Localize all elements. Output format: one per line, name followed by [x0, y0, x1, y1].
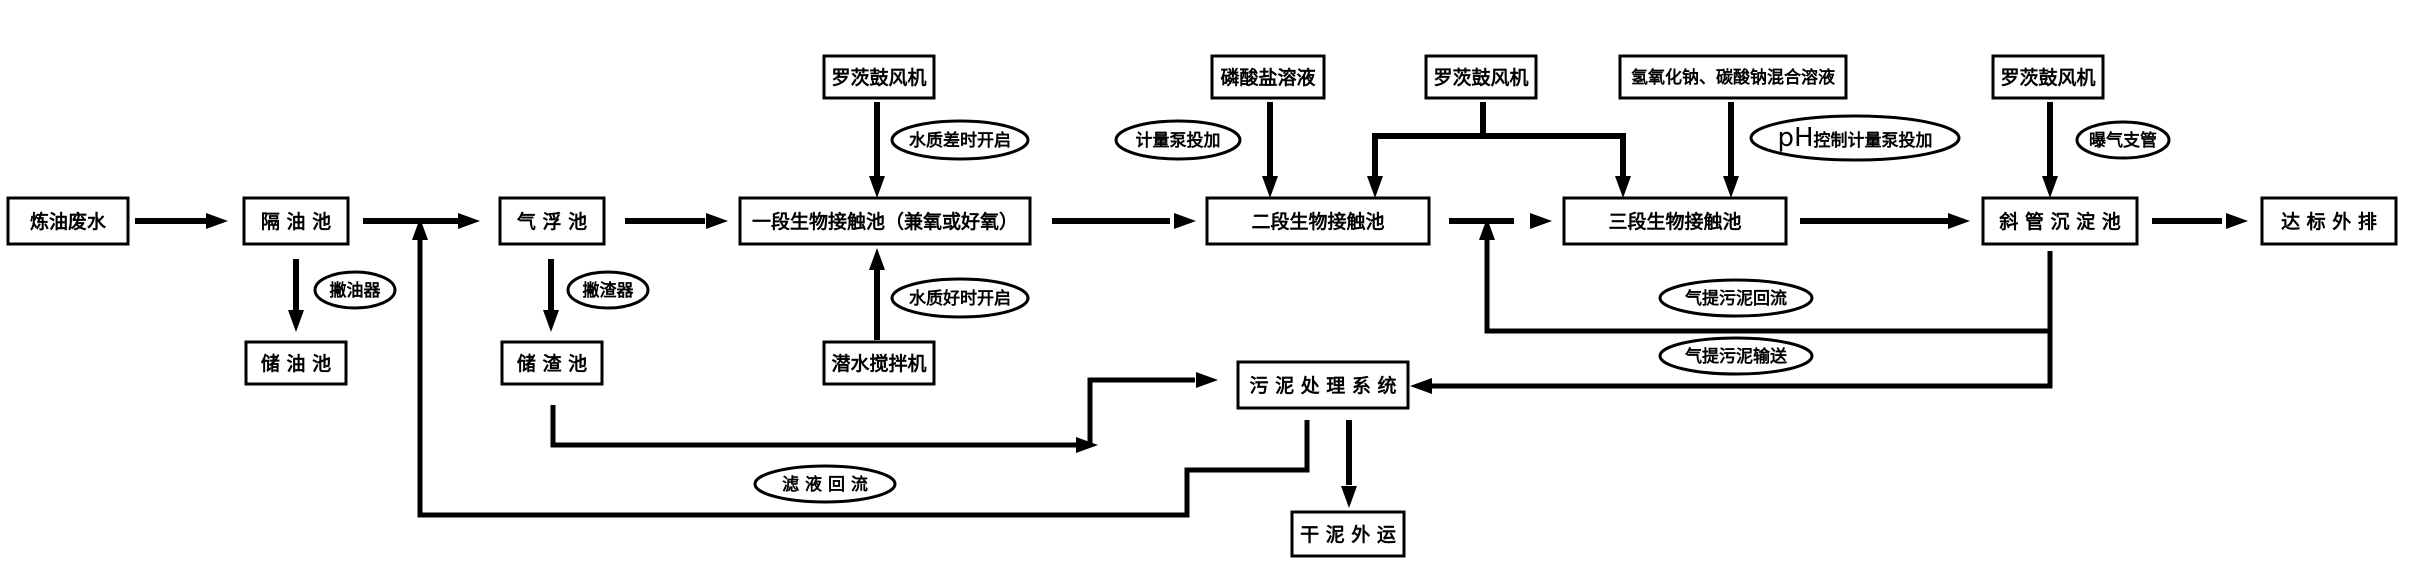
arrowhead — [869, 248, 885, 270]
arrowhead — [206, 213, 228, 229]
arrowhead — [1479, 218, 1495, 240]
tag-label: 水质好时开启 — [909, 288, 1011, 309]
node-refinery-wastewater: 炼油废水 — [6, 196, 130, 246]
arrowhead — [1174, 213, 1196, 229]
arrowhead — [458, 213, 480, 229]
node-naoh-na2co3-solution: 氢氧化钠、碳酸钠混合溶液 — [1618, 54, 1848, 100]
tag-filtrate-return: 滤 液 回 流 — [753, 464, 897, 504]
arrowhead — [869, 176, 885, 198]
node-label: 污 泥 处 理 系 统 — [1249, 374, 1396, 397]
node-stage2-contact-tank: 二段生物接触池 — [1205, 196, 1431, 246]
node-phosphate-solution: 磷酸盐溶液 — [1210, 54, 1326, 100]
arrowhead — [412, 218, 428, 240]
arrowhead — [2226, 213, 2248, 229]
node-dry-sludge-transport: 干 泥 外 运 — [1290, 510, 1406, 558]
process-boxes: 炼油废水 隔 油 池 储 油 池 气 浮 池 储 渣 池 一段生物接触池（兼氧或… — [6, 54, 2398, 558]
node-label: 一段生物接触池（兼氧或好氧） — [752, 210, 1018, 233]
node-inclined-tube-settler: 斜 管 沉 淀 池 — [1981, 196, 2139, 246]
node-oil-separation-tank: 隔 油 池 — [242, 196, 350, 246]
tag-label: 气提污泥输送 — [1684, 346, 1788, 367]
arrowhead — [706, 213, 728, 229]
node-label: 气 浮 池 — [516, 210, 587, 233]
arrowhead — [1530, 213, 1552, 229]
node-label: 二段生物接触池 — [1251, 210, 1384, 233]
arrowhead — [2042, 176, 2058, 198]
tag-label: 曝气支管 — [2089, 130, 2157, 151]
node-roots-blower-3: 罗茨鼓风机 — [1991, 54, 2105, 100]
tag-ph-metering-pump: pH控制计量泵投加 — [1749, 114, 1961, 162]
node-roots-blower-2: 罗茨鼓风机 — [1424, 54, 1538, 100]
tag-label: 水质差时开启 — [909, 130, 1011, 151]
ph-suffix: 控制计量泵投加 — [1814, 130, 1933, 151]
arrowheads — [206, 176, 2248, 508]
tag-anoxic-open: 水质好时开启 — [890, 277, 1030, 319]
node-label: 磷酸盐溶液 — [1220, 66, 1316, 89]
arrowhead — [1196, 372, 1218, 388]
node-label: 潜水搅拌机 — [831, 352, 926, 375]
arrowhead — [1615, 176, 1631, 198]
tag-airlift-sludge-transfer: 气提污泥输送 — [1658, 336, 1814, 376]
annotation-tags: 撇油器 撇渣器 水质差时开启 水质好时开启 计量泵投加 pH控制计量泵投加 曝气… — [313, 114, 2171, 504]
node-label: 炼油废水 — [30, 210, 107, 233]
tag-label: pH控制计量泵投加 — [1777, 123, 1932, 153]
arrowhead — [1367, 176, 1383, 198]
flow-line-airlift-sludge-transfer — [1430, 331, 2053, 389]
tag-scum-skimmer: 撇渣器 — [566, 270, 650, 310]
node-stage3-contact-tank: 三段生物接触池 — [1562, 196, 1788, 246]
arrowhead — [1341, 486, 1357, 508]
arrowhead — [1723, 176, 1739, 198]
node-roots-blower-1: 罗茨鼓风机 — [822, 54, 936, 100]
tag-metering-pump: 计量泵投加 — [1114, 119, 1242, 161]
arrowhead — [543, 310, 559, 332]
node-label: 斜 管 沉 淀 池 — [1998, 210, 2120, 233]
node-label: 干 泥 外 运 — [1300, 523, 1396, 546]
node-label: 氢氧化钠、碳酸钠混合溶液 — [1631, 67, 1835, 88]
arrowhead — [1262, 176, 1278, 198]
node-label: 罗茨鼓风机 — [1433, 66, 1528, 89]
node-label: 储 渣 池 — [517, 352, 587, 375]
flow-line-scum-to-sludge-system-branch — [1087, 377, 1195, 445]
tag-aerobic-open: 水质差时开启 — [890, 119, 1030, 161]
tag-airlift-sludge-return: 气提污泥回流 — [1658, 278, 1814, 318]
node-oil-storage-tank: 储 油 池 — [244, 340, 348, 386]
tag-label: 气提污泥回流 — [1684, 288, 1787, 309]
arrowhead — [1410, 378, 1432, 394]
flow-line-filtrate-return — [417, 238, 1310, 518]
ph-prefix: pH — [1777, 123, 1813, 153]
node-label: 罗茨鼓风机 — [2000, 66, 2095, 89]
tag-oil-skimmer: 撇油器 — [313, 270, 397, 310]
flow-line-airlift-sludge-return — [1484, 238, 2053, 334]
tag-label: 撇渣器 — [583, 280, 635, 301]
node-sludge-treatment-system: 污 泥 处 理 系 统 — [1236, 360, 1410, 410]
arrowhead — [1076, 437, 1098, 453]
node-air-flotation-tank: 气 浮 池 — [498, 196, 606, 246]
arrowhead — [1948, 213, 1970, 229]
arrowhead — [288, 310, 304, 332]
flow-line-blower2-fork — [1372, 102, 1626, 178]
node-scum-storage-tank: 储 渣 池 — [500, 340, 604, 386]
connector-lines — [135, 102, 2222, 518]
tag-aeration-pipe: 曝气支管 — [2075, 120, 2171, 160]
node-label: 三段生物接触池 — [1608, 210, 1741, 233]
flow-line-scum-to-sludge-system — [550, 405, 1080, 448]
node-label: 储 油 池 — [261, 352, 331, 375]
node-submersible-mixer: 潜水搅拌机 — [822, 340, 936, 386]
tag-label: 计量泵投加 — [1136, 130, 1221, 151]
node-label: 隔 油 池 — [261, 210, 331, 233]
node-label: 罗茨鼓风机 — [831, 66, 926, 89]
node-stage1-contact-tank: 一段生物接触池（兼氧或好氧） — [738, 196, 1032, 246]
node-label: 达 标 外 排 — [2281, 210, 2377, 233]
node-effluent-discharge: 达 标 外 排 — [2260, 196, 2398, 246]
tag-label: 撇油器 — [330, 280, 382, 301]
tag-label: 滤 液 回 流 — [782, 474, 868, 495]
